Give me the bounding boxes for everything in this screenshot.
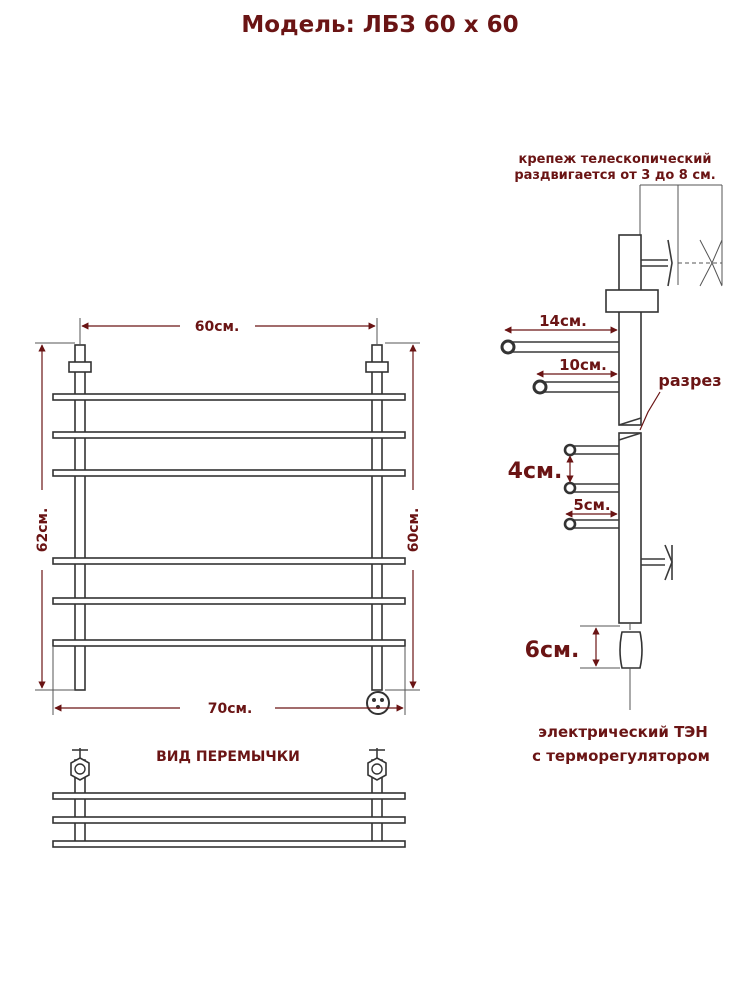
rung-end-c — [563, 517, 577, 531]
front-view: 60см. 62см. 60см. 70см. — [35, 318, 422, 717]
rung — [52, 557, 406, 565]
bridge-view-label: ВИД ПЕРЕМЫЧКИ — [156, 749, 300, 765]
bridge-view: ВИД ПЕРЕМЫЧКИ — [52, 748, 406, 848]
post-clamp — [605, 289, 659, 313]
bridge-rung — [52, 792, 406, 800]
rung — [52, 393, 406, 401]
rung-end-a — [563, 443, 577, 457]
rung — [52, 597, 406, 605]
right-clamp — [365, 361, 389, 373]
dim-5: 5см. — [573, 496, 610, 514]
dim-6: 6см. — [525, 638, 580, 663]
dim-height-right: 60см. — [406, 508, 422, 553]
heater-label-line1: электрический ТЭН — [538, 723, 708, 741]
dim-10: 10см. — [559, 356, 607, 374]
section-label: разрез — [658, 371, 721, 390]
bridge-rung — [52, 840, 406, 848]
side-view: крепеж телескопический раздвигается от 3… — [500, 152, 723, 765]
rung-end-b — [563, 481, 577, 495]
dim-width-top: 60см. — [195, 319, 240, 335]
dim-height-left: 62см. — [35, 508, 51, 553]
upper-post — [618, 234, 642, 426]
drawing-title: Модель: ЛБЗ 60 х 60 — [241, 12, 518, 38]
mount-label-line2: раздвигается от 3 до 8 см. — [514, 168, 715, 183]
bridge-rung — [52, 816, 406, 824]
left-clamp — [68, 361, 92, 373]
heater-body — [619, 631, 643, 669]
rung — [52, 639, 406, 647]
dim-14: 14см. — [539, 312, 587, 330]
heater-label-line2: с терморегулятором — [532, 747, 710, 765]
dim-width-bottom: 70см. — [208, 701, 253, 717]
lower-post — [618, 432, 642, 624]
rung — [52, 431, 406, 439]
rung-end-10 — [532, 379, 548, 395]
rung-end-14 — [500, 339, 516, 355]
heater-connector — [366, 691, 390, 715]
dim-4: 4см. — [508, 459, 563, 484]
mount-label-line1: крепеж телескопический — [519, 152, 712, 167]
rung — [52, 469, 406, 477]
